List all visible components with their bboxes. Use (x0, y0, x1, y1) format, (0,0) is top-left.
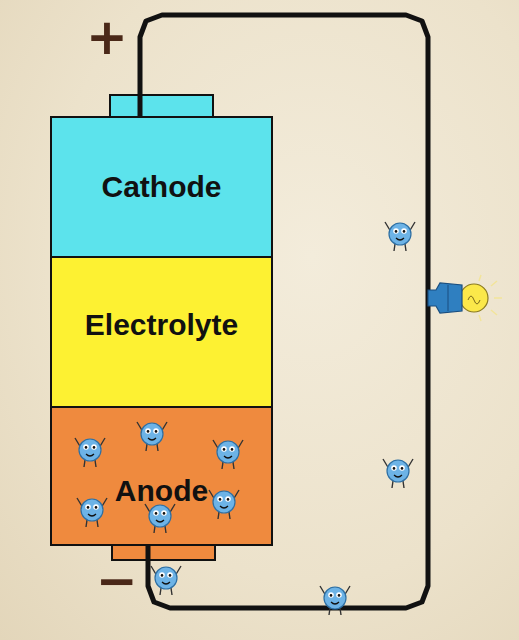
electron (209, 490, 239, 519)
layer-label: Cathode (102, 170, 222, 256)
electron (385, 222, 415, 251)
polarity-sign: − (96, 556, 138, 606)
polarity-sign: + (86, 12, 128, 62)
electron (383, 459, 413, 488)
electron (137, 422, 167, 451)
bulb-filament (468, 296, 480, 304)
positive-terminal (110, 95, 213, 118)
electron (213, 440, 243, 469)
electron (145, 504, 175, 533)
layer-label: Electrolyte (85, 308, 238, 406)
bulb-socket (428, 283, 462, 313)
battery-layer: Electrolyte (50, 256, 273, 408)
bulb-glass (460, 284, 488, 312)
electron (77, 498, 107, 527)
electron (151, 566, 181, 595)
electron (75, 438, 105, 467)
light-bulb (428, 275, 502, 321)
layer-label: Anode (115, 474, 208, 544)
electron (320, 586, 350, 615)
battery-layer: Cathode (50, 116, 273, 258)
socket-ridge (448, 285, 449, 311)
battery-layer: Anode (50, 406, 273, 546)
